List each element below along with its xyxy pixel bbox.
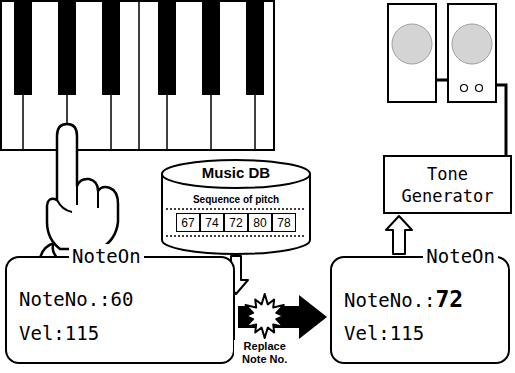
message-line: NoteNo.:72 (344, 282, 508, 316)
black-key (246, 1, 264, 95)
message-line: NoteNo.:60 (19, 282, 233, 316)
speaker-wire (436, 79, 448, 82)
speaker-wire (496, 85, 506, 156)
black-key (14, 1, 32, 95)
message-bubble: NoteOnNoteNo.:72Vel:115 (330, 256, 510, 364)
message-line-text: Vel:115 (19, 316, 99, 352)
message-body: NoteNo.:72Vel:115 (332, 258, 508, 350)
speaker-knob (461, 85, 468, 92)
message-heading: NoteOn (423, 244, 498, 268)
message-line: Vel:115 (19, 316, 233, 350)
database-cylinder: Music DB Sequence of pitch 67 74 72 80 78 (160, 158, 312, 256)
speaker-cabinet (388, 4, 436, 102)
finger-line (57, 186, 98, 212)
message-line: Vel:115 (344, 316, 508, 350)
pitch-cell: 67 (176, 213, 200, 232)
replace-arrow (238, 295, 327, 339)
pitch-value: 72 (229, 216, 242, 230)
pitch-cell: 74 (200, 213, 224, 232)
message-line-text: NoteNo.:72 (344, 282, 463, 319)
pitch-value: 78 (277, 216, 290, 230)
message-body: NoteNo.:60Vel:115 (7, 258, 233, 350)
process-box: Tone Generator (383, 155, 512, 214)
black-key (102, 1, 120, 95)
pitch-value: 74 (205, 216, 218, 230)
message-field: Vel:115 (19, 322, 99, 344)
pitch-cell: 78 (272, 213, 296, 232)
dotted-rule (166, 208, 306, 209)
black-key (158, 1, 176, 95)
message-field: NoteNo.:60 (19, 288, 133, 310)
message-bubble: NoteOnNoteNo.:60Vel:115 (5, 256, 235, 364)
key-divider (138, 1, 140, 150)
database-title: Music DB (160, 164, 312, 182)
hand-outline (47, 124, 118, 249)
pitch-value: 67 (181, 216, 194, 230)
database-subtitle: Sequence of pitch (160, 194, 312, 206)
dotted-rule (166, 235, 306, 236)
piano-keyboard (1, 1, 274, 150)
speaker-cone (392, 24, 432, 64)
message-field: NoteNo.: (344, 289, 436, 311)
message-field: Vel:115 (344, 322, 424, 344)
pressing-hand (47, 124, 118, 249)
pitch-value: 80 (253, 216, 266, 230)
speaker-knob (476, 85, 483, 92)
speaker-cabinet (448, 4, 496, 102)
pitch-cell: 80 (248, 213, 272, 232)
keyboard-frame (1, 1, 274, 150)
black-key (202, 1, 220, 95)
message-line-text: Vel:115 (344, 316, 424, 352)
message-heading: NoteOn (69, 244, 144, 268)
speaker-cone (452, 24, 492, 64)
black-key (58, 1, 76, 95)
pitch-cell: 72 (224, 213, 248, 232)
message-line-text: NoteNo.:60 (19, 282, 133, 318)
speakers (388, 4, 506, 156)
replace-starburst (246, 294, 284, 338)
replaced-value: 72 (436, 286, 464, 312)
signal-arrow (386, 216, 412, 254)
edge-label: Replace Note No. (234, 340, 296, 366)
box-label: Tone Generator (391, 163, 504, 207)
